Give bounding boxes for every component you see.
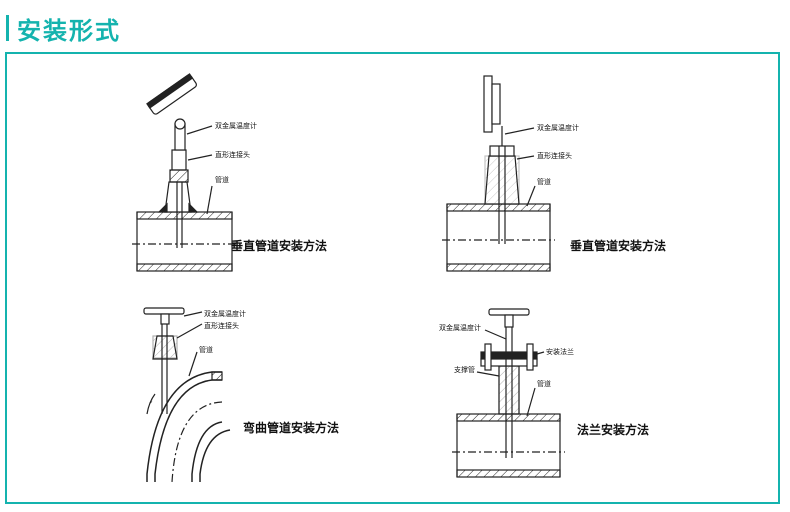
- label-pipe-3: 管道: [199, 345, 213, 354]
- label-connector-2: 直形连接头: [537, 151, 572, 160]
- label-thermometer-3: 双金属温度计: [204, 309, 246, 318]
- label-thermometer-4: 双金属温度计: [439, 323, 481, 332]
- installation-diagrams: 双金属温度计 直形连接头 管道 垂直管道安装方法 双金属温度计 直形连接头 管道…: [132, 73, 666, 483]
- diagram-vertical-2: [442, 75, 555, 272]
- diagram-frame: 双金属温度计 直形连接头 管道 垂直管道安装方法 双金属温度计 直形连接头 管道…: [5, 52, 780, 504]
- section-header: 安装形式: [6, 10, 121, 46]
- diagram-vertical-1: [132, 73, 237, 272]
- label-pipe-1: 管道: [215, 175, 229, 184]
- pipe-wall-top: [136, 211, 233, 220]
- label-thermometer-2: 双金属温度计: [537, 123, 579, 132]
- caption-vertical-1: 垂直管道安装方法: [231, 238, 327, 253]
- header-accent-bar: [6, 15, 9, 41]
- caption-vertical-2: 垂直管道安装方法: [570, 238, 666, 253]
- label-support-tube: 支撑管: [454, 365, 475, 374]
- diagram-bend: [143, 307, 231, 483]
- label-pipe-2: 管道: [537, 177, 551, 186]
- caption-bend: 弯曲管道安装方法: [243, 420, 339, 435]
- label-thermometer-1: 双金属温度计: [215, 121, 257, 130]
- page-title: 安装形式: [17, 16, 121, 45]
- caption-flange: 法兰安装方法: [577, 422, 649, 437]
- label-connector-3: 直形连接头: [204, 321, 239, 330]
- pipe-wall-bottom: [136, 263, 233, 272]
- label-connector-1: 直形连接头: [215, 150, 250, 159]
- label-flange: 安装法兰: [546, 347, 574, 356]
- label-pipe-4: 管道: [537, 379, 551, 388]
- diagram-flange: [452, 308, 565, 478]
